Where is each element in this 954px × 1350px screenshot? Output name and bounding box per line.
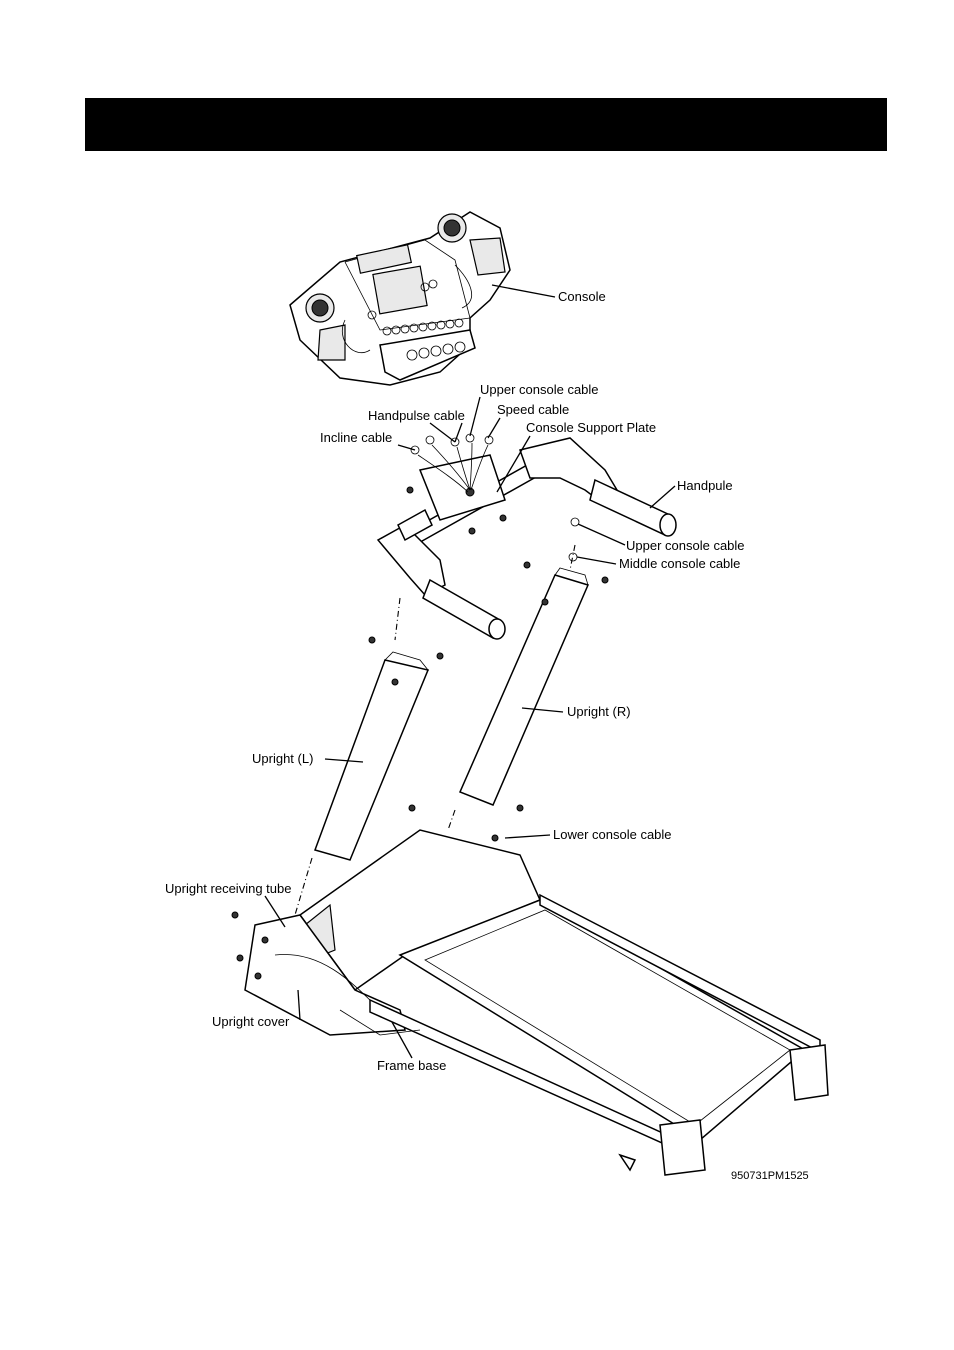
upright-illustration xyxy=(291,544,609,926)
label-middle-console-cable: Middle console cable xyxy=(619,556,740,571)
label-console: Console xyxy=(558,289,606,304)
label-handpulse-cable: Handpulse cable xyxy=(368,408,465,423)
label-incline-cable: Incline cable xyxy=(320,430,392,445)
label-upright-l: Upright (L) xyxy=(252,751,313,766)
label-frame-base: Frame base xyxy=(377,1058,446,1073)
label-upright-receiving-tube: Upright receiving tube xyxy=(165,881,291,896)
label-upright-r: Upright (R) xyxy=(567,704,631,719)
label-console-support-plate: Console Support Plate xyxy=(526,420,656,435)
label-upright-cover: Upright cover xyxy=(212,1014,290,1029)
label-speed-cable: Speed cable xyxy=(497,402,569,417)
treadmill-base-illustration xyxy=(231,829,829,1176)
section-header-bar xyxy=(85,98,887,151)
label-lower-console-cable: Lower console cable xyxy=(553,827,672,842)
label-upper-console-cable-top: Upper console cable xyxy=(480,382,599,397)
console-mast-illustration xyxy=(376,433,677,640)
label-upper-console-cable: Upper console cable xyxy=(626,538,745,553)
leader-lines xyxy=(264,284,676,1059)
label-handpule: Handpule xyxy=(677,478,733,493)
part-code: 950731PM1525 xyxy=(731,1170,809,1182)
console-illustration xyxy=(289,211,511,386)
